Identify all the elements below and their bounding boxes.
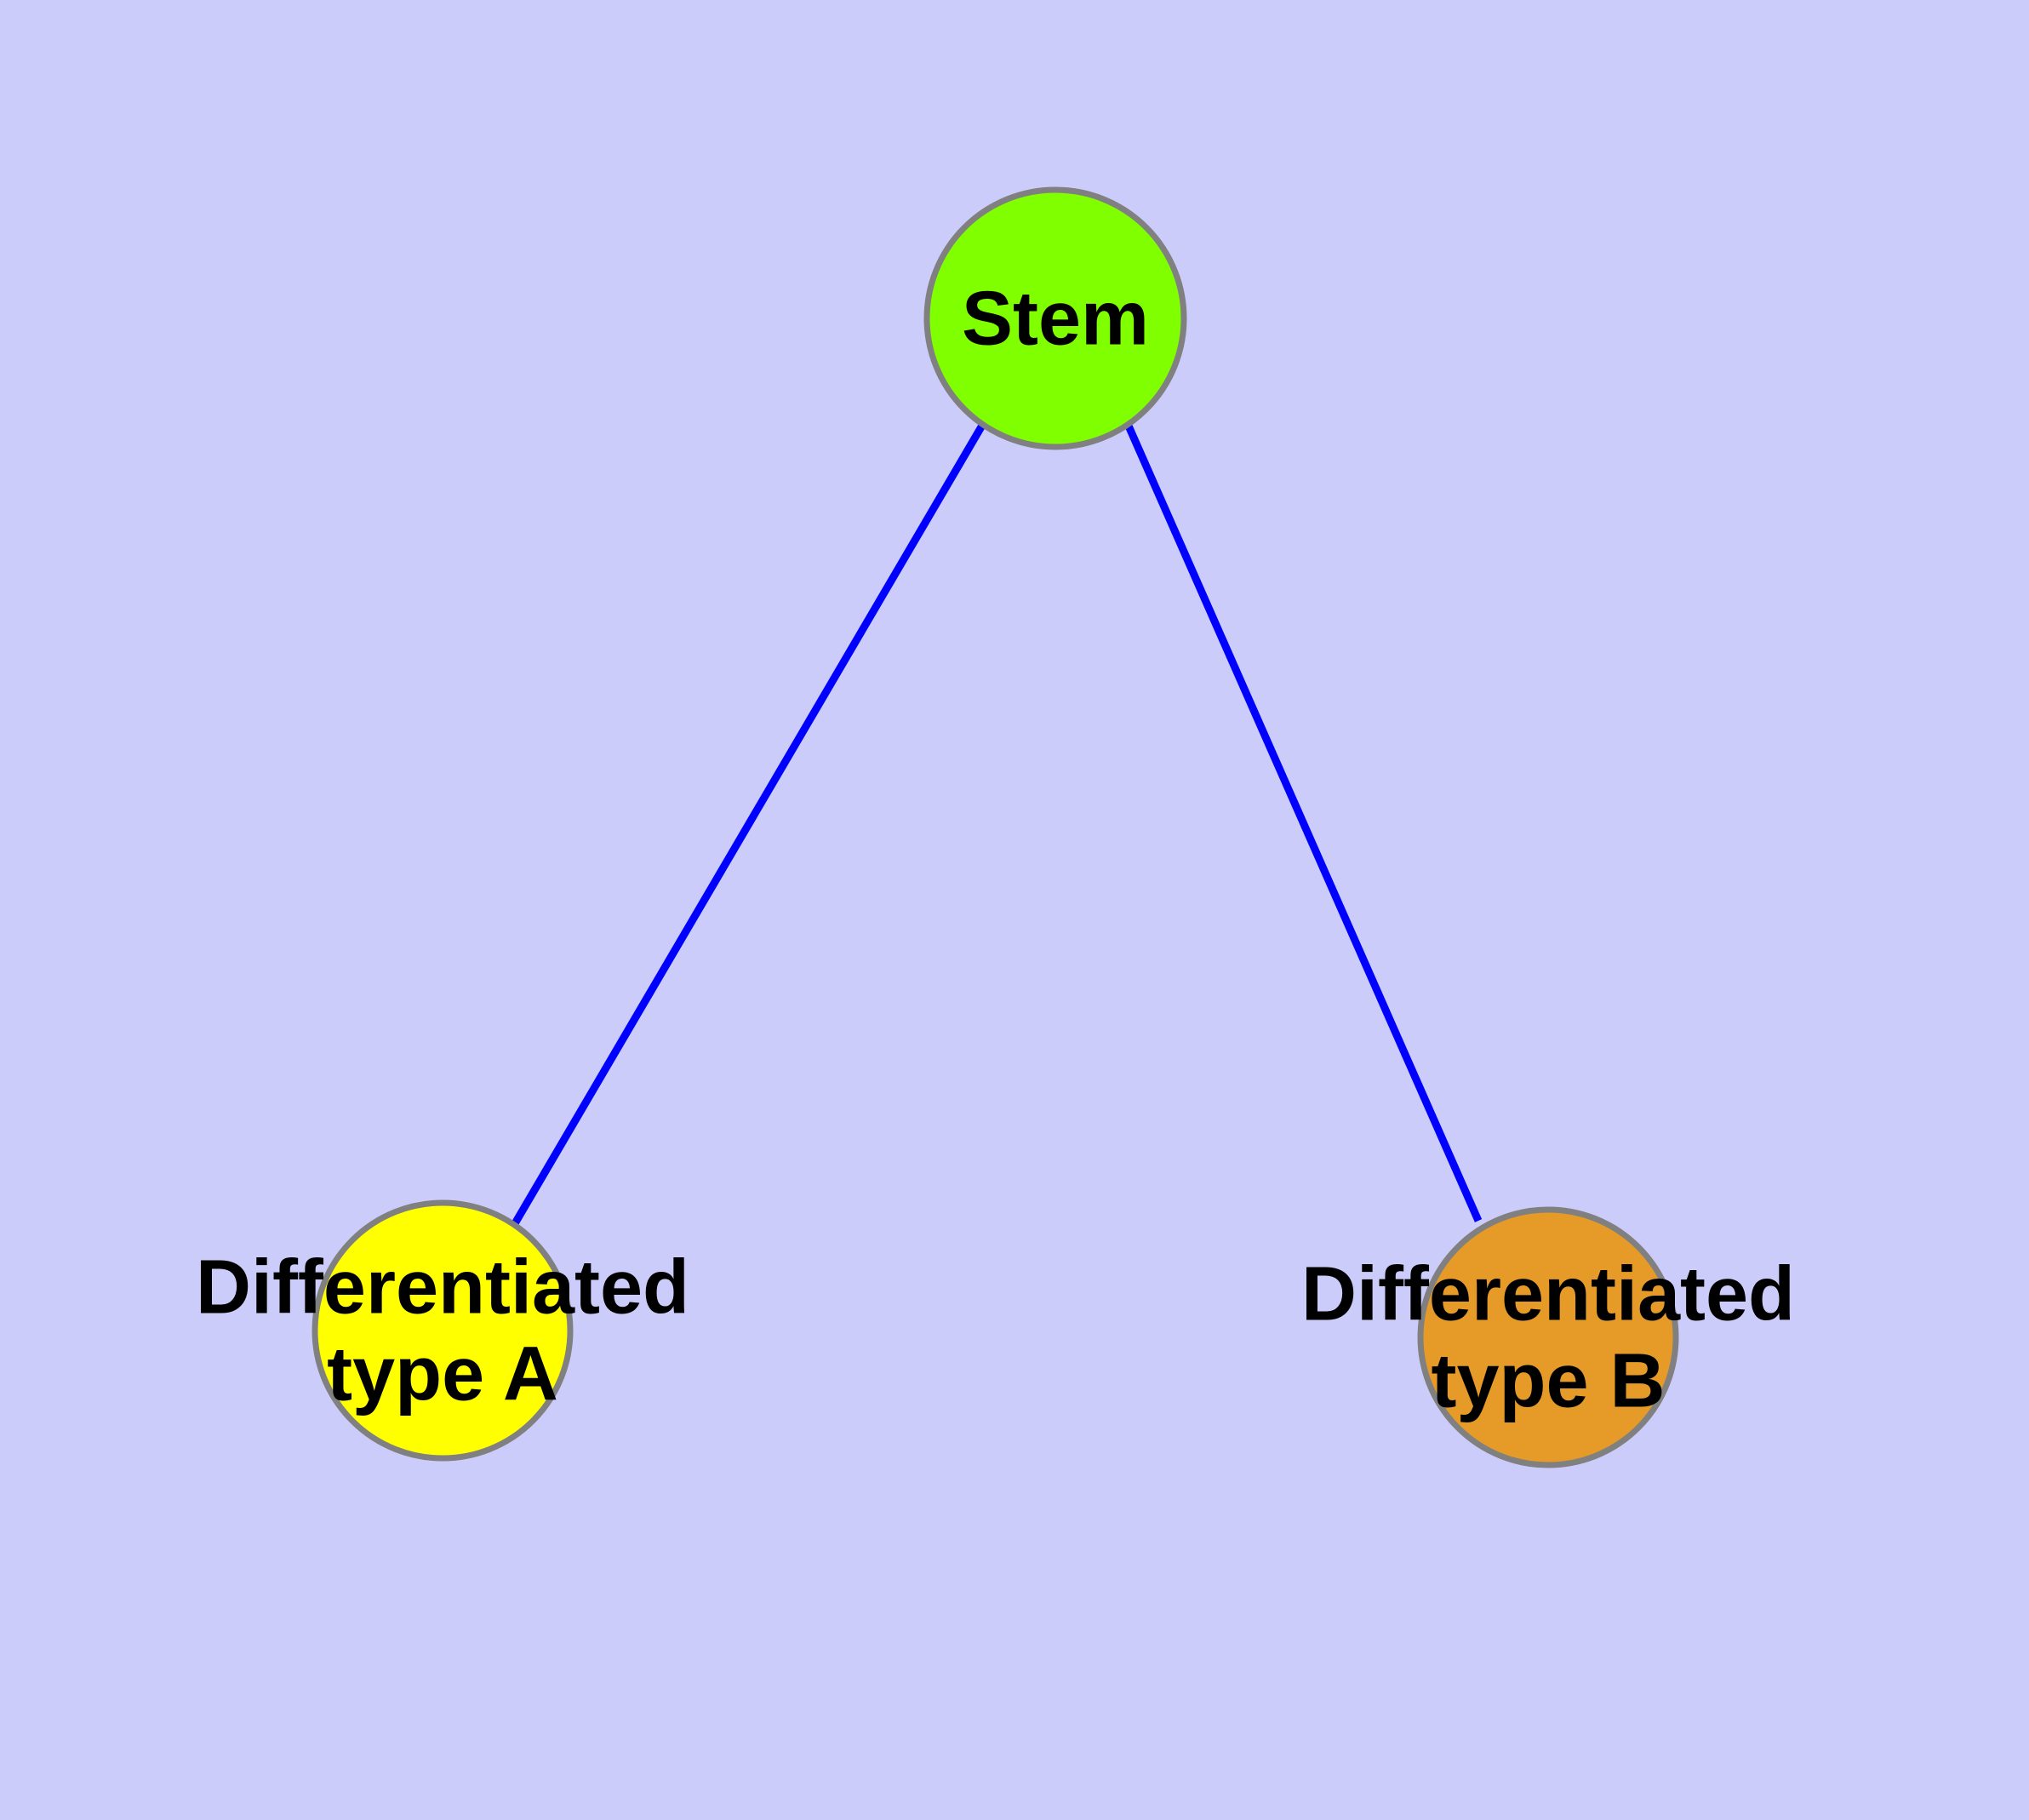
node-stem[interactable] bbox=[923, 186, 1187, 450]
node-label-stem: Stem bbox=[962, 277, 1149, 362]
node-differentiated-type-b[interactable] bbox=[1417, 1206, 1679, 1468]
edge-stem-to-differentiated-type-b[interactable] bbox=[1123, 422, 1483, 1222]
node-label-line: type B bbox=[1431, 1339, 1665, 1424]
nodes-layer bbox=[311, 186, 1679, 1468]
edges-layer bbox=[511, 421, 1483, 1228]
edge-stem-to-differentiated-type-a[interactable] bbox=[511, 421, 986, 1228]
node-label-line: Stem bbox=[962, 277, 1149, 362]
node-label-line: Differentiated bbox=[196, 1245, 689, 1331]
node-differentiated-type-a[interactable] bbox=[311, 1199, 574, 1462]
node-label-line: type A bbox=[327, 1332, 558, 1417]
node-label-line: Differentiated bbox=[1301, 1252, 1795, 1337]
